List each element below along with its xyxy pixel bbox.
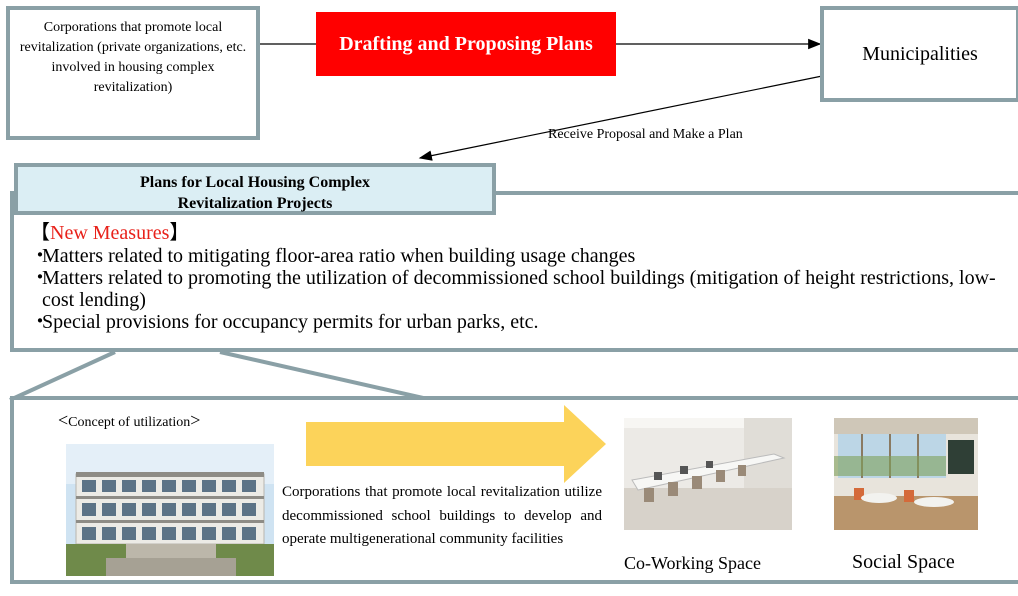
municipalities-text: Municipalities (862, 42, 978, 65)
callout-wedge-left (9, 350, 116, 402)
social-space-label: Social Space (852, 551, 955, 573)
municipalities-box: Municipalities (820, 6, 1018, 102)
bullet-dot: ・ (30, 267, 50, 289)
coworking-room-photo (624, 418, 792, 530)
callout-wedge (28, 352, 432, 402)
receive-proposal-label: Receive Proposal and Make a Plan (548, 127, 743, 142)
angle-open: < (58, 410, 69, 430)
plans-header-line2: Revitalization Projects (177, 195, 333, 212)
bullet-dot: ・ (30, 311, 50, 333)
corporations-text: Corporations that promote local revitali… (19, 20, 247, 95)
callout-wedge-right (219, 350, 433, 402)
plans-box (10, 191, 1018, 352)
measure-text: Special provisions for occupancy permits… (42, 311, 539, 333)
angle-close: > (190, 410, 201, 430)
school-building-photo (66, 444, 274, 576)
bracket-open: 【 (30, 222, 50, 244)
bullet-dot: ・ (30, 245, 50, 267)
measure-text: Matters related to promoting the utiliza… (42, 267, 996, 311)
concept-label: <Concept of utilization> (58, 410, 200, 431)
plans-header-line1: Plans for Local Housing Complex (140, 174, 370, 191)
concept-description: Corporations that promote local revitali… (282, 484, 602, 547)
new-measures-heading: 【New Measures】 (30, 221, 1010, 245)
drafting-proposing-box: Drafting and Proposing Plans (316, 12, 616, 76)
drafting-text: Drafting and Proposing Plans (339, 32, 593, 55)
new-measures-text: New Measures (50, 222, 170, 244)
plans-header: Plans for Local Housing Complex Revitali… (14, 163, 496, 215)
measure-text: Matters related to mitigating floor-area… (42, 245, 636, 267)
measure-item: ・Matters related to promoting the utiliz… (30, 267, 1010, 311)
measure-item: ・Matters related to mitigating floor-are… (30, 245, 1010, 267)
social-space-photo (834, 418, 978, 530)
concept-label-text: Concept of utilization (68, 415, 191, 430)
bracket-close: 】 (169, 222, 190, 244)
muni-to-plans-arrow (418, 73, 833, 161)
measures-list: 【New Measures】 ・Matters related to mitig… (30, 221, 1010, 333)
corporations-box: Corporations that promote local revitali… (6, 6, 260, 140)
yellow-arrow-shape (306, 405, 606, 483)
coworking-label: Co-Working Space (624, 553, 762, 573)
yellow-arrow-icon (306, 405, 606, 483)
measure-item: ・Special provisions for occupancy permit… (30, 311, 1010, 333)
